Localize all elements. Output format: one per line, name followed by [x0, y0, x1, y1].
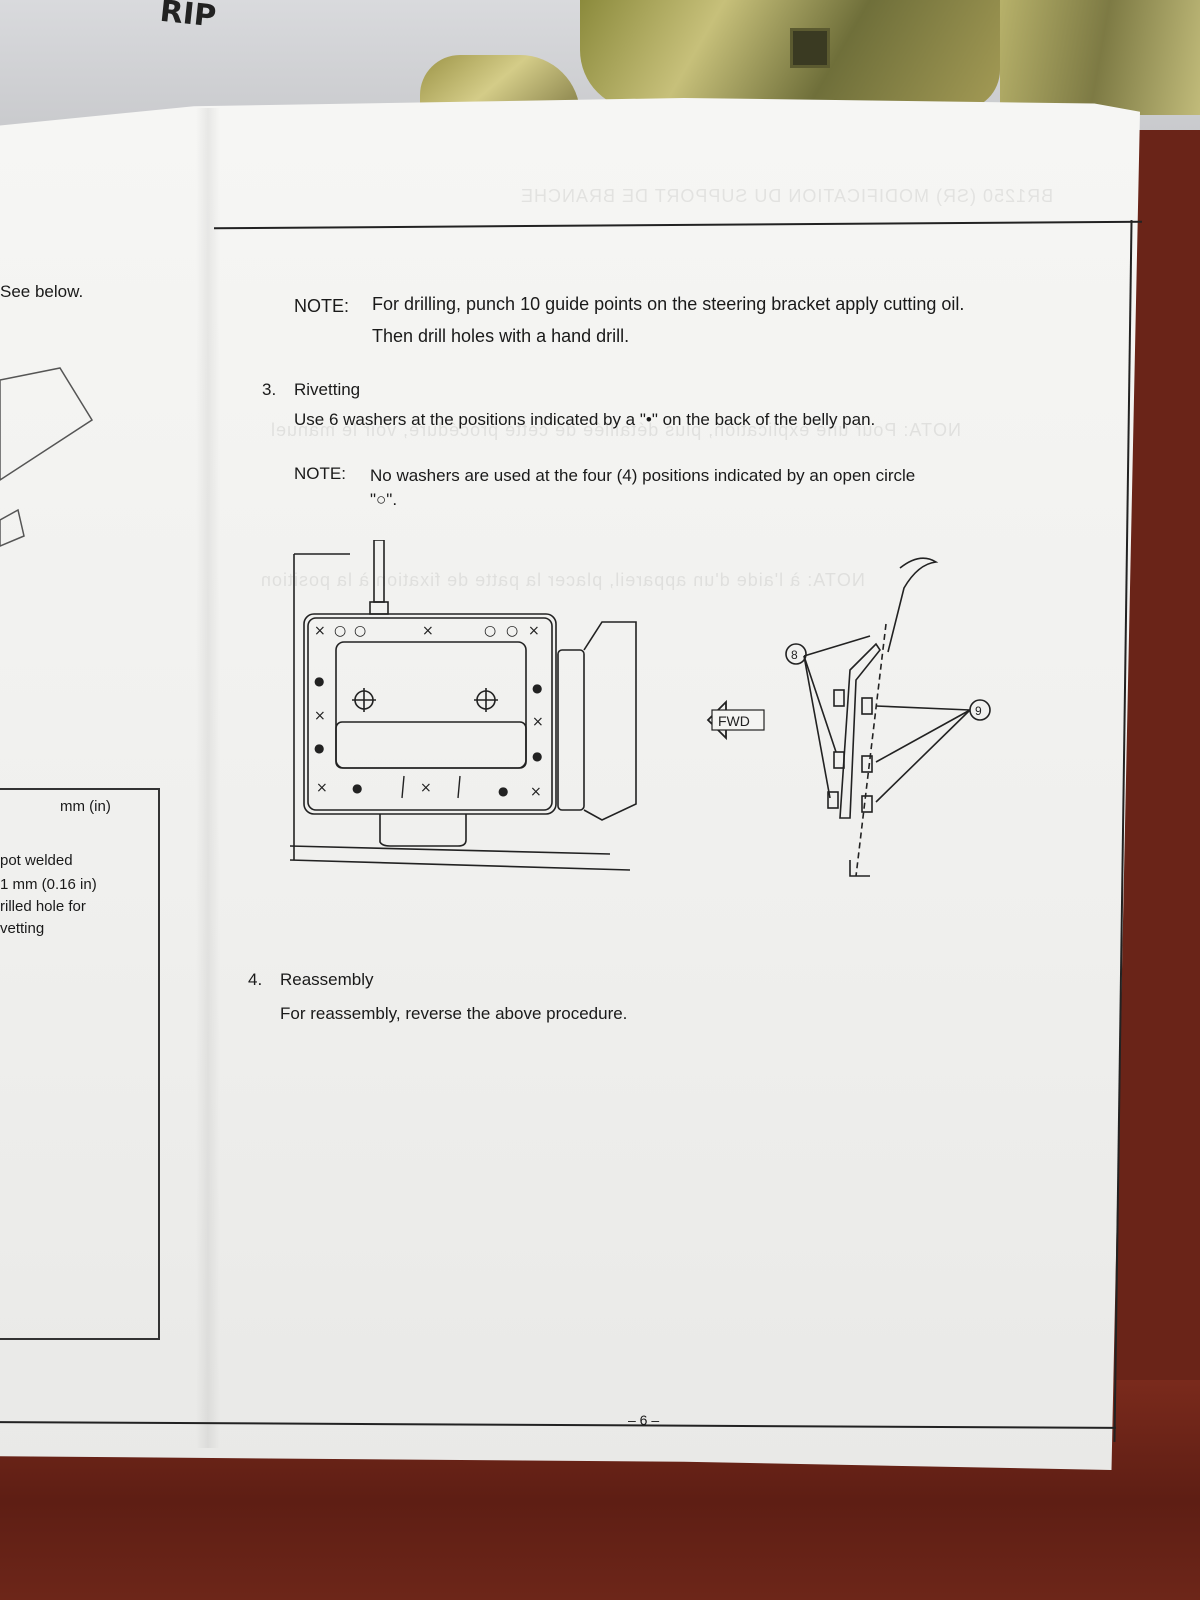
note-label: NOTE: — [294, 464, 346, 483]
note-text: No washers are used at the four (4) posi… — [370, 466, 916, 485]
units-label: mm (in) — [60, 798, 111, 815]
hole-mark: ○ — [354, 623, 366, 639]
hole-mark: ○ — [484, 623, 496, 639]
page-number: – 6 – — [628, 1412, 660, 1428]
washer-mark: ● — [532, 749, 542, 763]
note-text: For drilling, punch 10 guide points on t… — [372, 294, 965, 314]
callout-9: 9 — [975, 704, 982, 718]
hole-mark: × — [316, 780, 328, 796]
note-label: NOTE: — [294, 296, 350, 316]
note-text: Then drill holes with a hand drill. — [372, 326, 630, 346]
step-title: Rivetting — [294, 380, 361, 399]
hole-mark: × — [528, 623, 540, 639]
hole-mark: × — [314, 708, 326, 724]
washer-mark: ● — [314, 674, 324, 688]
washer-mark: ● — [352, 781, 362, 795]
left-spec-box — [0, 788, 160, 1340]
hole-mark: × — [420, 780, 432, 796]
callout-8: 8 — [791, 648, 798, 662]
hole-mark: × — [532, 714, 544, 730]
step-number: 3. — [262, 380, 277, 399]
bracket-square-hole — [790, 28, 830, 68]
step-text: Use 6 washers at the positions indicated… — [294, 410, 876, 429]
fwd-label: FWD — [718, 713, 750, 729]
step-number: 4. — [248, 970, 263, 989]
spec-label: pot welded — [0, 852, 73, 869]
metal-bracket-right — [1000, 0, 1200, 115]
bleed-through-text: BR1250 (SR) MODIFICATION DU SUPPORT DE B… — [520, 186, 1054, 206]
note-text: "○". — [370, 490, 398, 509]
hole-mark: ○ — [506, 623, 518, 639]
step-title: Reassembly — [280, 970, 374, 989]
hole-mark: × — [314, 623, 326, 639]
step-text: For reassembly, reverse the above proced… — [280, 1004, 628, 1023]
see-below-text: See below. — [0, 282, 84, 301]
washer-mark: ● — [314, 741, 324, 755]
left-partial-drawing — [0, 367, 94, 547]
hole-mark: × — [530, 784, 542, 800]
washer-mark: ● — [532, 681, 542, 695]
rivet-diagram: × ○ ○ × ○ ○ × ● × ● × ● × ● × ● × ● — [290, 540, 991, 877]
paper-fold — [196, 108, 220, 1448]
instruction-sheet — [0, 98, 1140, 1470]
washer-mark: ● — [498, 784, 508, 798]
spec-label: 1 mm (0.16 in) — [0, 876, 97, 893]
spec-label: rilled hole for — [0, 898, 86, 915]
hole-mark: × — [422, 623, 434, 639]
spec-label: vetting — [0, 920, 45, 937]
hole-mark: ○ — [334, 623, 346, 639]
